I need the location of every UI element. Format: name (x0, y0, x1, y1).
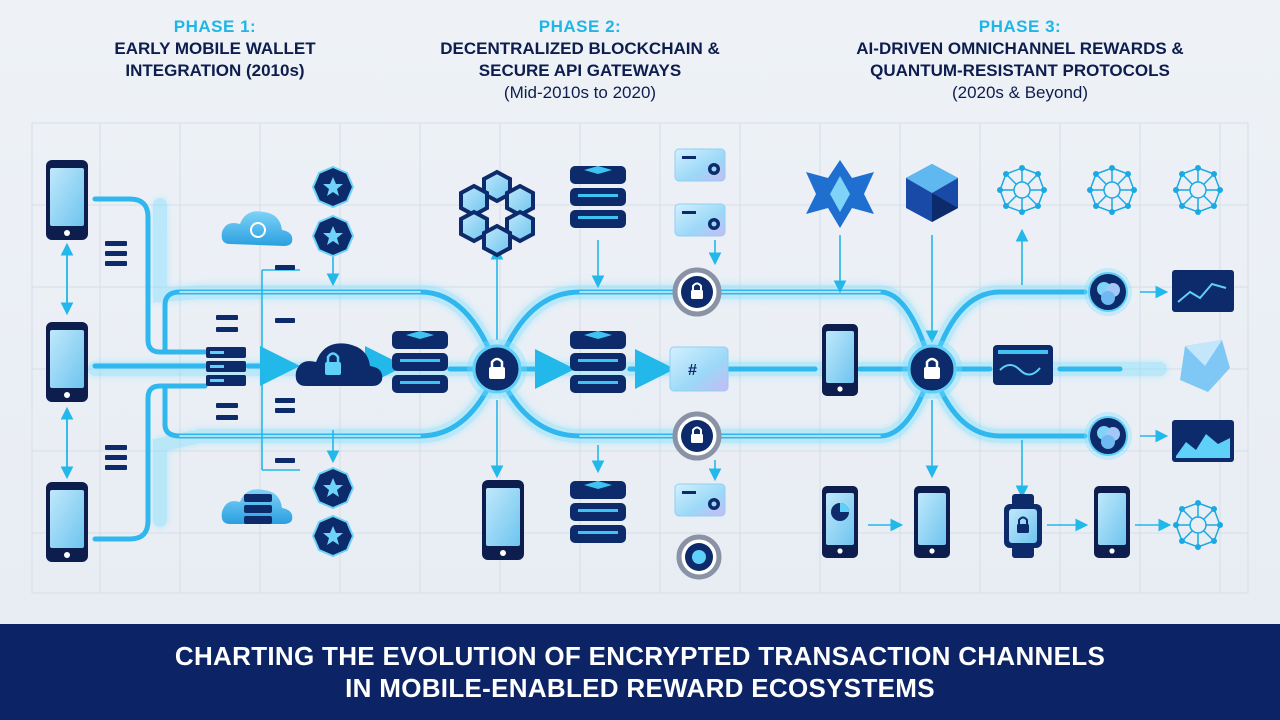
footer-title-line-2: IN MOBILE-ENABLED REWARD ECOSYSTEMS (345, 673, 935, 703)
padlock-hub-icon (900, 337, 964, 401)
processor-icon (993, 345, 1053, 385)
phase-3-title-line-2: QUANTUM-RESISTANT PROTOCOLS (870, 61, 1170, 80)
smartphone-icon (1094, 486, 1130, 558)
star-badge-icon (312, 467, 354, 509)
transaction-flow-diagram: # (31, 122, 1249, 594)
phase-3-subtitle: (2020s & Beyond) (951, 83, 1089, 102)
footer-title-line-1: CHARTING THE EVOLUTION OF ENCRYPTED TRAN… (174, 641, 1106, 671)
phase-1-tag: PHASE 1: (173, 17, 257, 36)
star-badge-icon (312, 215, 354, 257)
lock-ring-icon (675, 414, 719, 458)
smartphone-icon (46, 482, 88, 562)
server-rack-icon (206, 347, 246, 386)
cloud-sync-icon (221, 211, 293, 246)
neural-network-icon (1172, 164, 1224, 216)
line-chart-icon (1172, 270, 1234, 312)
phase-2-title-line-1: DECENTRALIZED BLOCKCHAIN & (440, 39, 720, 58)
secure-card-icon (674, 203, 726, 237)
smartphone-pie-icon (822, 486, 858, 558)
cloud-lock-icon (295, 343, 383, 386)
phase-2-header: PHASE 2: DECENTRALIZED BLOCKCHAIN & SECU… (400, 16, 760, 104)
polyhedron-icon (906, 164, 958, 222)
phase-2-icons: # (392, 148, 729, 580)
phase-2-tag: PHASE 2: (538, 17, 622, 36)
cloud-server-icon (221, 489, 293, 524)
smartphone-icon (46, 160, 88, 240)
smartphone-icon (914, 486, 950, 558)
hexagon-network-icon (459, 169, 535, 258)
database-stack-icon (570, 481, 626, 543)
phase-2-subtitle: (Mid-2010s to 2020) (503, 83, 657, 102)
smartphone-icon (482, 480, 524, 560)
neural-network-icon (1086, 164, 1138, 216)
phase-1-title-line-1: EARLY MOBILE WALLET (114, 39, 316, 58)
phase-1-header: PHASE 1: EARLY MOBILE WALLET INTEGRATION… (60, 16, 370, 82)
hash-card-icon: # (669, 346, 729, 392)
lock-ring-icon (675, 270, 719, 314)
smartwatch-icon (1004, 494, 1042, 558)
connector-arrows (60, 228, 1172, 532)
padlock-hub-icon (465, 337, 529, 401)
phase-3-title-line-1: AI-DRIVEN OMNICHANNEL REWARDS & (856, 39, 1184, 58)
ai-orb-icon (1083, 267, 1133, 317)
ai-orb-icon (1083, 411, 1133, 461)
svg-text:#: # (688, 362, 697, 379)
database-stack-icon (570, 166, 626, 228)
neural-network-icon (1172, 499, 1224, 551)
gem-icon (1180, 340, 1230, 392)
database-stack-icon (392, 331, 448, 393)
mini-server-icon (105, 241, 295, 470)
neural-network-icon (996, 164, 1048, 216)
crystal-flower-icon (806, 160, 874, 228)
phase-3-tag: PHASE 3: (978, 17, 1062, 36)
phase-2-title-line-2: SECURE API GATEWAYS (478, 61, 682, 80)
star-badge-icon (312, 515, 354, 557)
phase-3-icons (806, 160, 1234, 558)
phase-1-title-line-2: INTEGRATION (2010s) (125, 61, 305, 80)
database-stack-icon (570, 331, 626, 393)
phase-1-icons (46, 160, 383, 562)
footer-banner: CHARTING THE EVOLUTION OF ENCRYPTED TRAN… (0, 624, 1280, 720)
phase-3-header: PHASE 3: AI-DRIVEN OMNICHANNEL REWARDS &… (790, 16, 1250, 104)
secure-card-icon (674, 148, 726, 182)
star-badge-icon (312, 166, 354, 208)
area-chart-icon (1172, 420, 1234, 462)
smartphone-icon (46, 322, 88, 402)
fingerprint-ring-icon (676, 534, 722, 580)
smartphone-icon (822, 324, 858, 396)
secure-card-icon (674, 483, 726, 517)
